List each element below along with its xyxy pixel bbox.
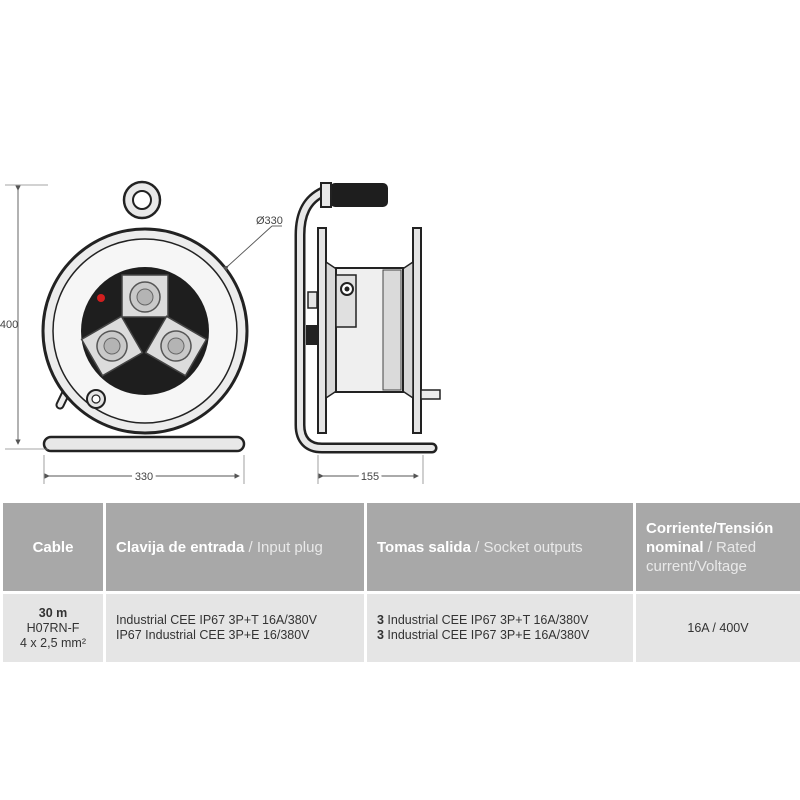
front-base-bar: [42, 435, 246, 453]
cell-socket-outputs: 3 Industrial CEE IP67 3P+T 16A/380V 3 In…: [367, 594, 633, 662]
dim-diameter-label: Ø330: [256, 215, 283, 227]
header-rated-current-voltage: Corriente/Tensión nominal / Rated curren…: [636, 503, 800, 591]
front-indicator-light: [97, 294, 105, 302]
header-input-plug: Clavija de entrada / Input plug: [106, 503, 364, 591]
side-view: [294, 182, 441, 454]
front-socket-left: [80, 315, 144, 377]
cell-input-plug: Industrial CEE IP67 3P+T 16A/380V IP67 I…: [106, 594, 364, 662]
side-dimensions: 155: [317, 455, 424, 486]
specifications-table: Cable Clavija de entrada / Input plug To…: [0, 500, 800, 665]
cable-section: 4 x 2,5 mm²: [20, 635, 86, 650]
dim-depth-label: 155: [361, 471, 379, 483]
header-socket-outputs: Tomas salida / Socket outputs: [367, 503, 633, 591]
cable-length: 30 m: [38, 605, 68, 620]
dim-width-label: 330: [135, 471, 153, 483]
front-socket-right: [144, 315, 208, 377]
front-socket-top: [121, 274, 169, 318]
cell-cable: 30 m H07RN-F 4 x 2,5 mm²: [3, 594, 103, 662]
front-dimensions: 400 330 Ø330: [0, 184, 283, 486]
side-left-flange: [317, 227, 327, 434]
table-row: 30 m H07RN-F 4 x 2,5 mm² Industrial CEE …: [3, 594, 800, 662]
cell-rated-value: 16A / 400V: [636, 594, 800, 662]
side-handle-grip: [330, 183, 388, 207]
front-view: [41, 180, 249, 453]
side-right-flange: [412, 227, 422, 434]
side-axle-pin: [420, 389, 441, 400]
header-cable: Cable: [3, 503, 103, 591]
table-header-row: Cable Clavija de entrada / Input plug To…: [3, 503, 800, 591]
dim-height-label: 400: [0, 319, 18, 331]
cable-reel-technical-drawing: 400 330 Ø330: [0, 180, 441, 486]
cable-type: H07RN-F: [26, 620, 80, 635]
